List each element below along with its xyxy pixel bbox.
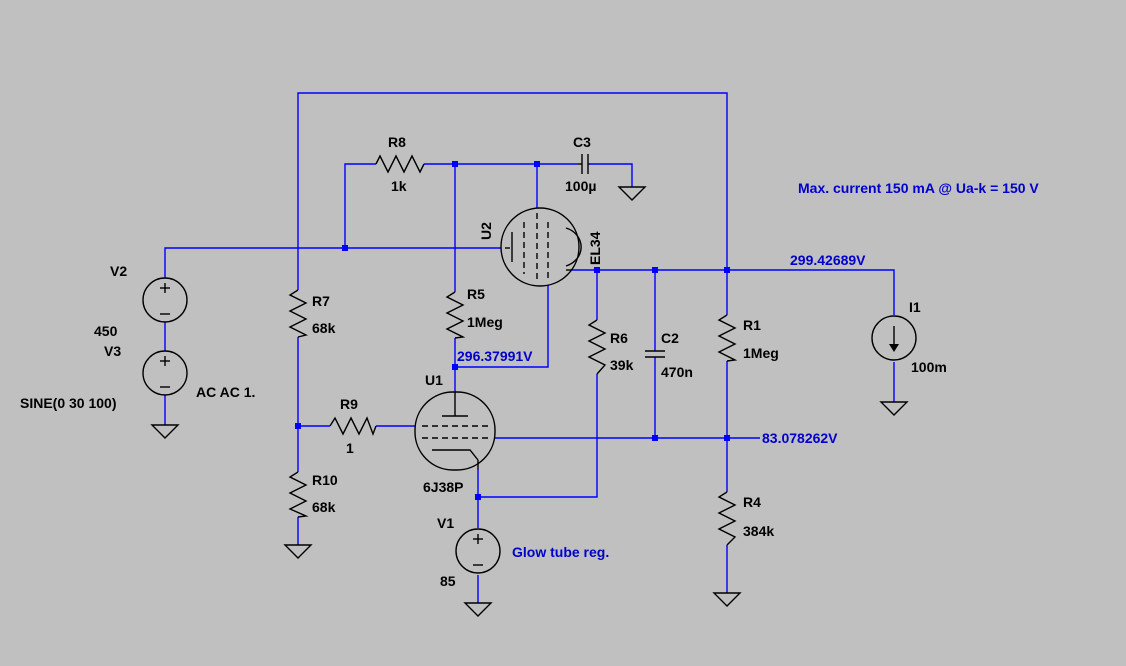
resistor-r8: R8 1k xyxy=(375,134,425,194)
voltage-source-v1: V1 85 xyxy=(437,515,501,589)
i1-name: I1 xyxy=(909,299,921,315)
capacitor-c2: C2 470n xyxy=(645,330,693,380)
r6-name: R6 xyxy=(610,330,628,346)
r4-value: 384k xyxy=(743,523,774,539)
comment-glow-tube: Glow tube reg. xyxy=(512,544,609,560)
c2-name: C2 xyxy=(661,330,679,346)
node-voltage-output: 299.42689V xyxy=(790,252,866,268)
r7-value: 68k xyxy=(312,320,336,336)
resistor-r5: R5 1Meg xyxy=(445,286,503,339)
r9-name: R9 xyxy=(340,396,358,412)
junction-dots xyxy=(295,161,730,500)
r9-value: 1 xyxy=(346,440,354,456)
ground-i1 xyxy=(879,401,909,416)
resistor-r9: R9 1 xyxy=(329,396,377,456)
ground-symbols xyxy=(150,186,909,617)
comment-max-current: Max. current 150 mA @ Ua-k = 150 V xyxy=(798,180,1039,196)
r8-name: R8 xyxy=(388,134,406,150)
r7-name: R7 xyxy=(312,293,330,309)
ground-r4 xyxy=(712,592,742,607)
current-source-i1: I1 100m xyxy=(871,299,947,375)
r5-name: R5 xyxy=(467,286,485,302)
u1-name: U1 xyxy=(425,372,443,388)
r8-value: 1k xyxy=(391,178,407,194)
i1-value: 100m xyxy=(911,359,947,375)
v3-spec: SINE(0 30 100) xyxy=(20,395,117,411)
resistor-r1: R1 1Meg xyxy=(717,314,779,362)
wires xyxy=(164,92,895,603)
resistor-r10: R10 68k xyxy=(288,471,338,518)
c2-value: 470n xyxy=(661,364,693,380)
v3-name: V3 xyxy=(104,343,121,359)
voltage-source-v3: V3 AC AC 1. SINE(0 30 100) xyxy=(20,343,255,411)
r6-value: 39k xyxy=(610,357,634,373)
tube-u2: U2 EL34 xyxy=(478,207,603,287)
ground-c3 xyxy=(617,186,647,201)
v1-value: 85 xyxy=(440,573,456,589)
capacitor-c3: C3 100µ xyxy=(565,134,596,194)
u2-value: EL34 xyxy=(587,231,603,265)
r4-name: R4 xyxy=(743,494,761,510)
v3-value: AC AC 1. xyxy=(196,384,255,400)
tube-u1: U1 6J38P xyxy=(414,372,496,495)
r10-name: R10 xyxy=(312,472,338,488)
node-voltage-u1-plate: 296.37991V xyxy=(457,348,533,364)
node-voltage-divider: 83.078262V xyxy=(762,430,838,446)
c3-name: C3 xyxy=(573,134,591,150)
voltage-source-v2: V2 450 xyxy=(94,263,188,339)
v2-name: V2 xyxy=(110,263,127,279)
c3-value: 100µ xyxy=(565,178,596,194)
resistor-r4: R4 384k xyxy=(717,491,774,546)
u2-name: U2 xyxy=(478,222,494,240)
u1-value: 6J38P xyxy=(423,479,463,495)
r1-value: 1Meg xyxy=(743,345,779,361)
r5-value: 1Meg xyxy=(467,314,503,330)
resistor-r6: R6 39k xyxy=(587,319,634,375)
r10-value: 68k xyxy=(312,499,336,515)
r1-name: R1 xyxy=(743,317,761,333)
v1-name: V1 xyxy=(437,515,454,531)
ground-r10 xyxy=(283,544,313,559)
v2-value: 450 xyxy=(94,323,118,339)
ground-v3 xyxy=(150,424,180,439)
resistor-r7: R7 68k xyxy=(288,289,336,338)
ground-v1 xyxy=(463,602,493,617)
